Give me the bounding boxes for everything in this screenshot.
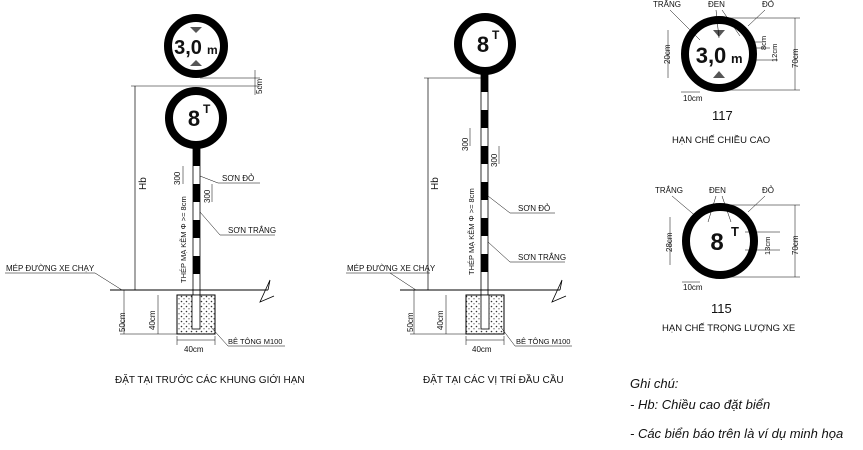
- sign-117-unit: m: [731, 51, 743, 66]
- middle-pole-label: THÉP MẠ KẼM Φ >= 8cm: [467, 188, 476, 275]
- middle-depth40-label: 40cm: [436, 310, 445, 330]
- left-seg1-label: 300: [173, 171, 182, 185]
- left-concrete-label: BÊ TÔNG M100: [228, 337, 282, 346]
- sign-115-text: 8: [710, 229, 723, 256]
- notes-heading: Ghi chú:: [630, 376, 679, 391]
- sign-117-red-label: ĐỎ: [762, 0, 774, 9]
- sign-117-number: 117: [712, 108, 733, 123]
- sign-115-red-label: ĐỎ: [762, 186, 774, 195]
- middle-white-paint-label: SƠN TRẮNG: [518, 253, 566, 262]
- left-caption: ĐẶT TẠI TRƯỚC CÁC KHUNG GIỚI HẠN: [115, 373, 305, 386]
- sign-117-detail: 3,0 m TRẮNG ĐEN ĐỎ 20cm 8cm 12cm 70cm 10…: [653, 0, 800, 146]
- sign-117-dim10: 10cm: [683, 94, 703, 103]
- sign-117-black-label: ĐEN: [708, 0, 725, 9]
- sign-117-dim20: 20cm: [663, 44, 672, 64]
- left-hb-label: Hb: [138, 177, 149, 190]
- notes-line-2: - Các biển báo trên là ví dụ minh họa: [630, 426, 844, 441]
- middle-concrete-label: BÊ TÔNG M100: [516, 337, 570, 346]
- sign-115-detail: 8 T TRẮNG ĐEN ĐỎ 28cm 13cm 70cm 10cm 115…: [655, 186, 800, 334]
- left-depth50-label: 50cm: [118, 312, 127, 332]
- left-sign-bottom-sup: T: [203, 102, 211, 116]
- middle-caption: ĐẶT TẠI CÁC VỊ TRÍ ĐẦU CẦU: [423, 373, 564, 386]
- sign-115-black-label: ĐEN: [709, 186, 726, 195]
- notes-line-1: - Hb: Chiều cao đặt biển: [630, 397, 771, 412]
- sign-115-sup: T: [731, 224, 739, 239]
- left-height-limit-sign: 3,0 m: [164, 14, 228, 78]
- middle-pole: [480, 73, 489, 296]
- sign-115-white-label: TRẮNG: [655, 186, 683, 195]
- left-depth40-label: 40cm: [148, 310, 157, 330]
- middle-hb-label: Hb: [430, 177, 441, 190]
- left-road-edge-label: MÉP ĐƯỜNG XE CHẠY: [6, 264, 95, 273]
- left-seg2-label: 300: [203, 189, 212, 203]
- sign-117-white-label: TRẮNG: [653, 0, 681, 9]
- sign-115-dim70: 70cm: [791, 235, 800, 255]
- left-gap-label: 5cm: [255, 79, 264, 94]
- left-sign-assembly: 3,0 m 8 T Hb 5cm 300 300: [5, 14, 305, 386]
- left-weight-limit-sign: 8 T: [165, 87, 227, 149]
- sign-115-dim13: 13cm: [763, 237, 772, 255]
- sign-117-dim12: 12cm: [770, 44, 779, 62]
- middle-sign-sup: T: [492, 28, 500, 42]
- left-pole: [192, 147, 201, 296]
- middle-road-edge-label: MÉP ĐƯỜNG XE CHẠY: [347, 264, 436, 273]
- middle-width40-label: 40cm: [472, 345, 492, 354]
- middle-sign-text: 8: [477, 32, 489, 57]
- sign-115-number: 115: [711, 301, 732, 316]
- left-pole-label: THÉP MẠ KẼM Φ >= 8cm: [179, 196, 188, 283]
- sign-115-dim10: 10cm: [683, 283, 703, 292]
- left-sign-top-text: 3,0: [174, 37, 202, 59]
- left-width40-label: 40cm: [184, 345, 204, 354]
- middle-red-paint-label: SƠN ĐỎ: [518, 204, 550, 213]
- sign-115-title: HẠN CHẾ TRỌNG LƯỢNG XE: [662, 323, 795, 334]
- middle-sign-assembly: 8 T Hb 300 300 SƠN ĐỎ SƠN TRẮNG THÉP MẠ …: [346, 13, 572, 386]
- middle-seg1-label: 300: [461, 137, 470, 151]
- left-sign-bottom-text: 8: [188, 106, 200, 131]
- left-sign-top-unit: m: [207, 43, 218, 57]
- sign-117-text: 3,0: [696, 43, 727, 68]
- left-red-paint-label: SƠN ĐỎ: [222, 174, 254, 183]
- middle-depth50-label: 50cm: [406, 312, 415, 332]
- middle-weight-limit-sign: 8 T: [454, 13, 516, 75]
- middle-seg2-label: 300: [490, 153, 499, 167]
- sign-117-dim8: 8cm: [759, 36, 768, 50]
- left-white-paint-label: SƠN TRẮNG: [228, 226, 276, 235]
- sign-117-dim70: 70cm: [791, 48, 800, 68]
- sign-117-title: HẠN CHẾ CHIỀU CAO: [672, 135, 770, 146]
- sign-115-dim28: 28cm: [665, 232, 674, 252]
